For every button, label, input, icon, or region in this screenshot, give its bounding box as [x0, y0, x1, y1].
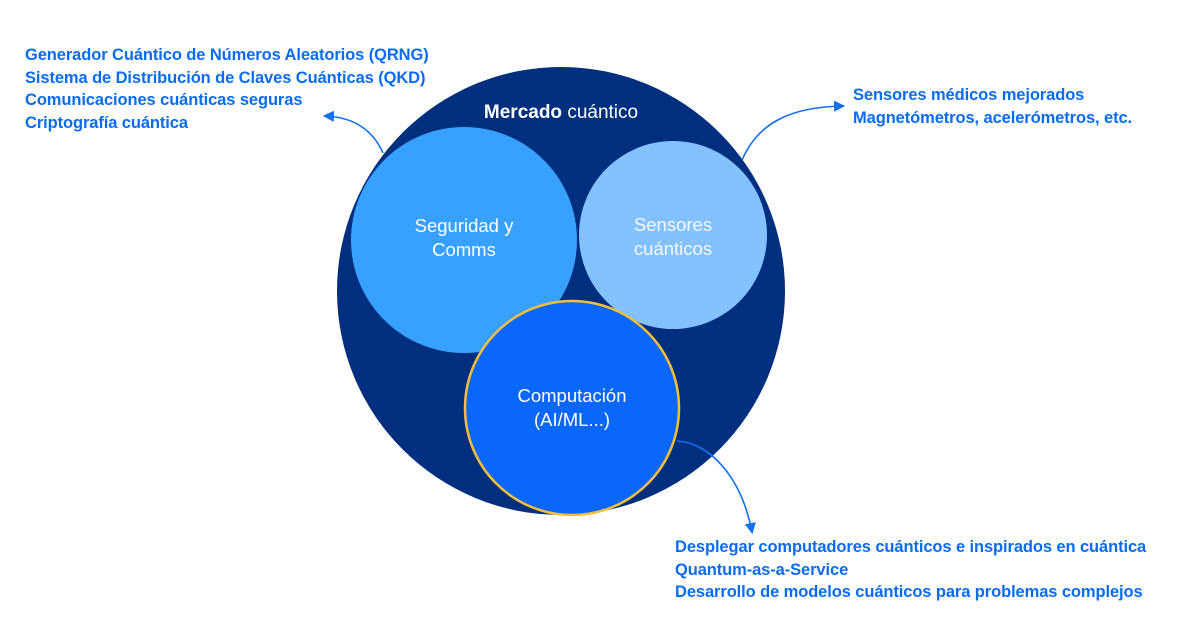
- list-item: Quantum-as-a-Service: [675, 560, 849, 579]
- arrow-to-security-list: [322, 110, 384, 154]
- list-item: Generador Cuántico de Números Aleatorios…: [25, 46, 429, 64]
- list-item: Comunicaciones cuánticas seguras: [25, 91, 303, 109]
- computing-label-line1: Computación: [517, 385, 626, 406]
- market-label: Mercado cuántico: [484, 102, 638, 123]
- security-comms-circle: [351, 127, 577, 353]
- list-item: Sistema de Distribución de Claves Cuánti…: [25, 68, 426, 87]
- quantum-sensors-circle: [579, 141, 767, 329]
- list-item: Sensores médicos mejorados: [853, 86, 1085, 104]
- sensors-label-line1: Sensores: [634, 214, 712, 235]
- computing-label-line2: (AI/ML...): [534, 409, 610, 430]
- sensors-applications-list: Sensores médicos mejorados Magnetómetros…: [853, 84, 1132, 129]
- security-label-line2: Comms: [432, 239, 496, 260]
- market-label-bold: Mercado: [484, 102, 562, 123]
- computing-circle: [463, 299, 681, 517]
- list-item: Desplegar computadores cuánticos e inspi…: [675, 538, 1147, 556]
- security-applications-list: Generador Cuántico de Números Aleatorios…: [25, 44, 429, 134]
- arrow-to-computing-list: [676, 440, 756, 535]
- sensors-label-line2: cuánticos: [634, 238, 712, 259]
- list-item: Criptografía cuántica: [25, 113, 188, 132]
- arrow-to-sensors-list: [741, 100, 846, 161]
- computing-applications-list: Desplegar computadores cuánticos e inspi…: [675, 536, 1146, 604]
- market-label-regular: cuántico: [562, 102, 638, 123]
- security-label-line1: Seguridad y: [415, 215, 514, 236]
- list-item: Magnetómetros, acelerómetros, etc.: [853, 108, 1133, 127]
- list-item: Desarrollo de modelos cuánticos para pro…: [675, 583, 1143, 601]
